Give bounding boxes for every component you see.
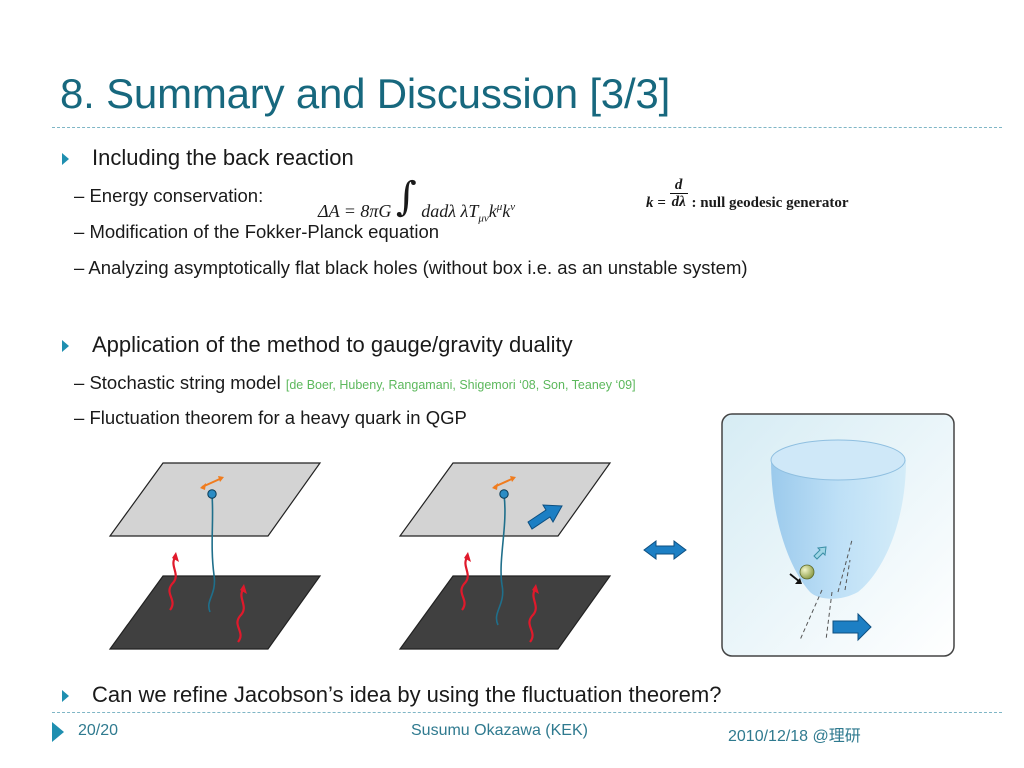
section-heading-back-reaction: Including the back reaction (92, 145, 354, 170)
k-definition-lhs: k = (646, 194, 666, 211)
item-stochastic-string: – Stochastic string model [de Boer, Hube… (74, 372, 636, 393)
double-arrow-icon (643, 540, 687, 560)
bullet-arrow-icon (62, 340, 69, 352)
footer-date: 2010/12/18 @理研 (728, 728, 861, 745)
bowl-rim (770, 439, 906, 481)
energy-conservation-equation: ΔA = 8πG ∫ dadλ λTμνkμkν (318, 174, 516, 225)
section-heading-gauge-gravity: Application of the method to gauge/gravi… (92, 332, 573, 357)
integral-symbol: ∫ (395, 174, 417, 220)
item-energy-conservation: – Energy conservation: (74, 185, 263, 207)
equation-rhs: dadλ λTμνkμkν (421, 201, 516, 225)
item-asymptotically-flat: – Analyzing asymptotically flat black ho… (74, 257, 748, 278)
quark-endpoint-right (499, 489, 509, 499)
page-number: 20/20 (78, 722, 119, 739)
item-label: Energy conservation: (89, 185, 264, 206)
horizon-plane-right (398, 575, 612, 650)
blue-arrow-icon (832, 612, 872, 642)
hawking-wave-right-1 (460, 555, 469, 611)
string-right (495, 494, 506, 626)
boundary-plane-left (108, 462, 322, 537)
citation: [de Boer, Hubeny, Rangamani, Shigemori ‘… (285, 378, 636, 392)
title-divider (52, 127, 1002, 128)
item-fokker-planck: – Modification of the Fokker-Planck equa… (74, 221, 440, 242)
dash: – (74, 185, 85, 206)
k-definition-text: : null geodesic generator (691, 194, 849, 211)
hawking-wave-right-2 (528, 587, 537, 643)
hawking-wave-left-1 (168, 555, 177, 611)
item-fluctuation-theorem-qgp: – Fluctuation theorem for a heavy quark … (74, 407, 467, 428)
section-heading-jacobson: Can we refine Jacobson’s idea by using t… (92, 682, 722, 707)
bullet-arrow-icon (62, 690, 69, 702)
footer-divider (52, 712, 1002, 713)
footer-author: Susumu Okazawa (KEK) (411, 722, 588, 739)
black-hole-bowl (771, 460, 906, 599)
drag-arrow-icon (527, 504, 563, 530)
heavy-quark-ball (799, 564, 815, 580)
footer-triangle-icon (52, 722, 64, 742)
string-left (208, 494, 216, 613)
equation-lhs: ΔA = 8πG (318, 201, 392, 221)
k-definition: k = d dλ : null geodesic generator (646, 177, 849, 211)
slide-title: 8. Summary and Discussion [3/3] (60, 70, 671, 117)
bullet-arrow-icon (62, 153, 69, 165)
horizon-plane-left (108, 575, 322, 650)
derivative-fraction: d dλ (669, 177, 688, 210)
quark-endpoint-left (207, 489, 217, 499)
geodesic-lines (799, 539, 853, 641)
cyan-arrow-icon (813, 546, 827, 560)
hawking-wave-left-2 (236, 587, 245, 643)
